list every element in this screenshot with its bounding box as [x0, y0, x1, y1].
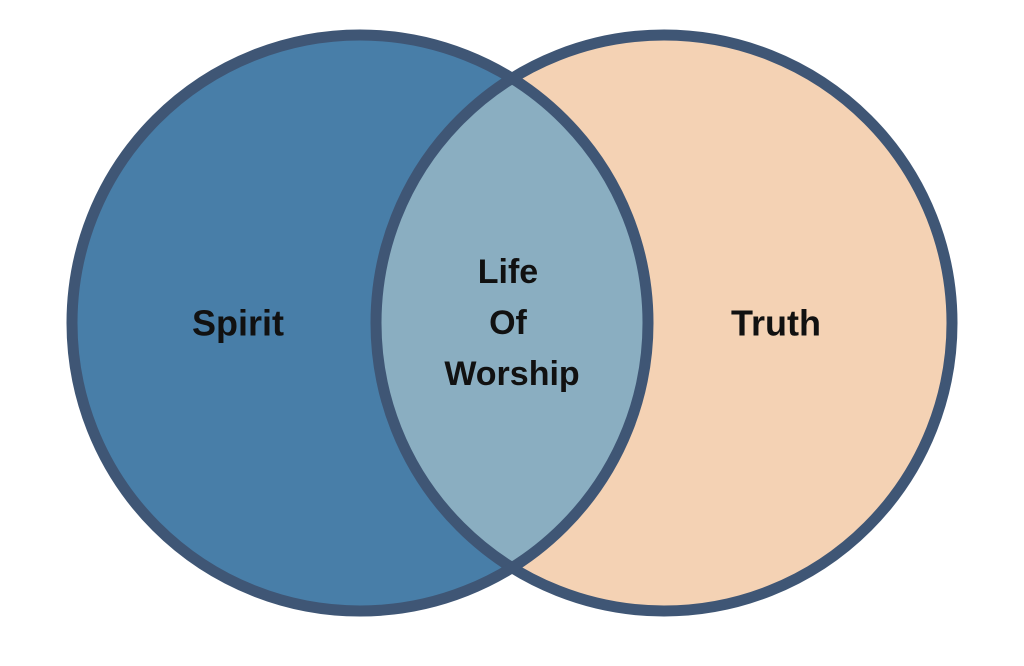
- spirit-circle-outline: [66, 29, 654, 617]
- truth-circle-outline: [370, 29, 958, 617]
- overlap-region: [376, 35, 648, 611]
- spirit-label: Spirit: [192, 303, 284, 344]
- intersection-label-line-2: Of: [489, 304, 527, 342]
- truth-label: Truth: [731, 303, 821, 344]
- intersection-label-line-3: Worship: [444, 355, 579, 393]
- intersection-label-line-1: Life: [478, 253, 538, 291]
